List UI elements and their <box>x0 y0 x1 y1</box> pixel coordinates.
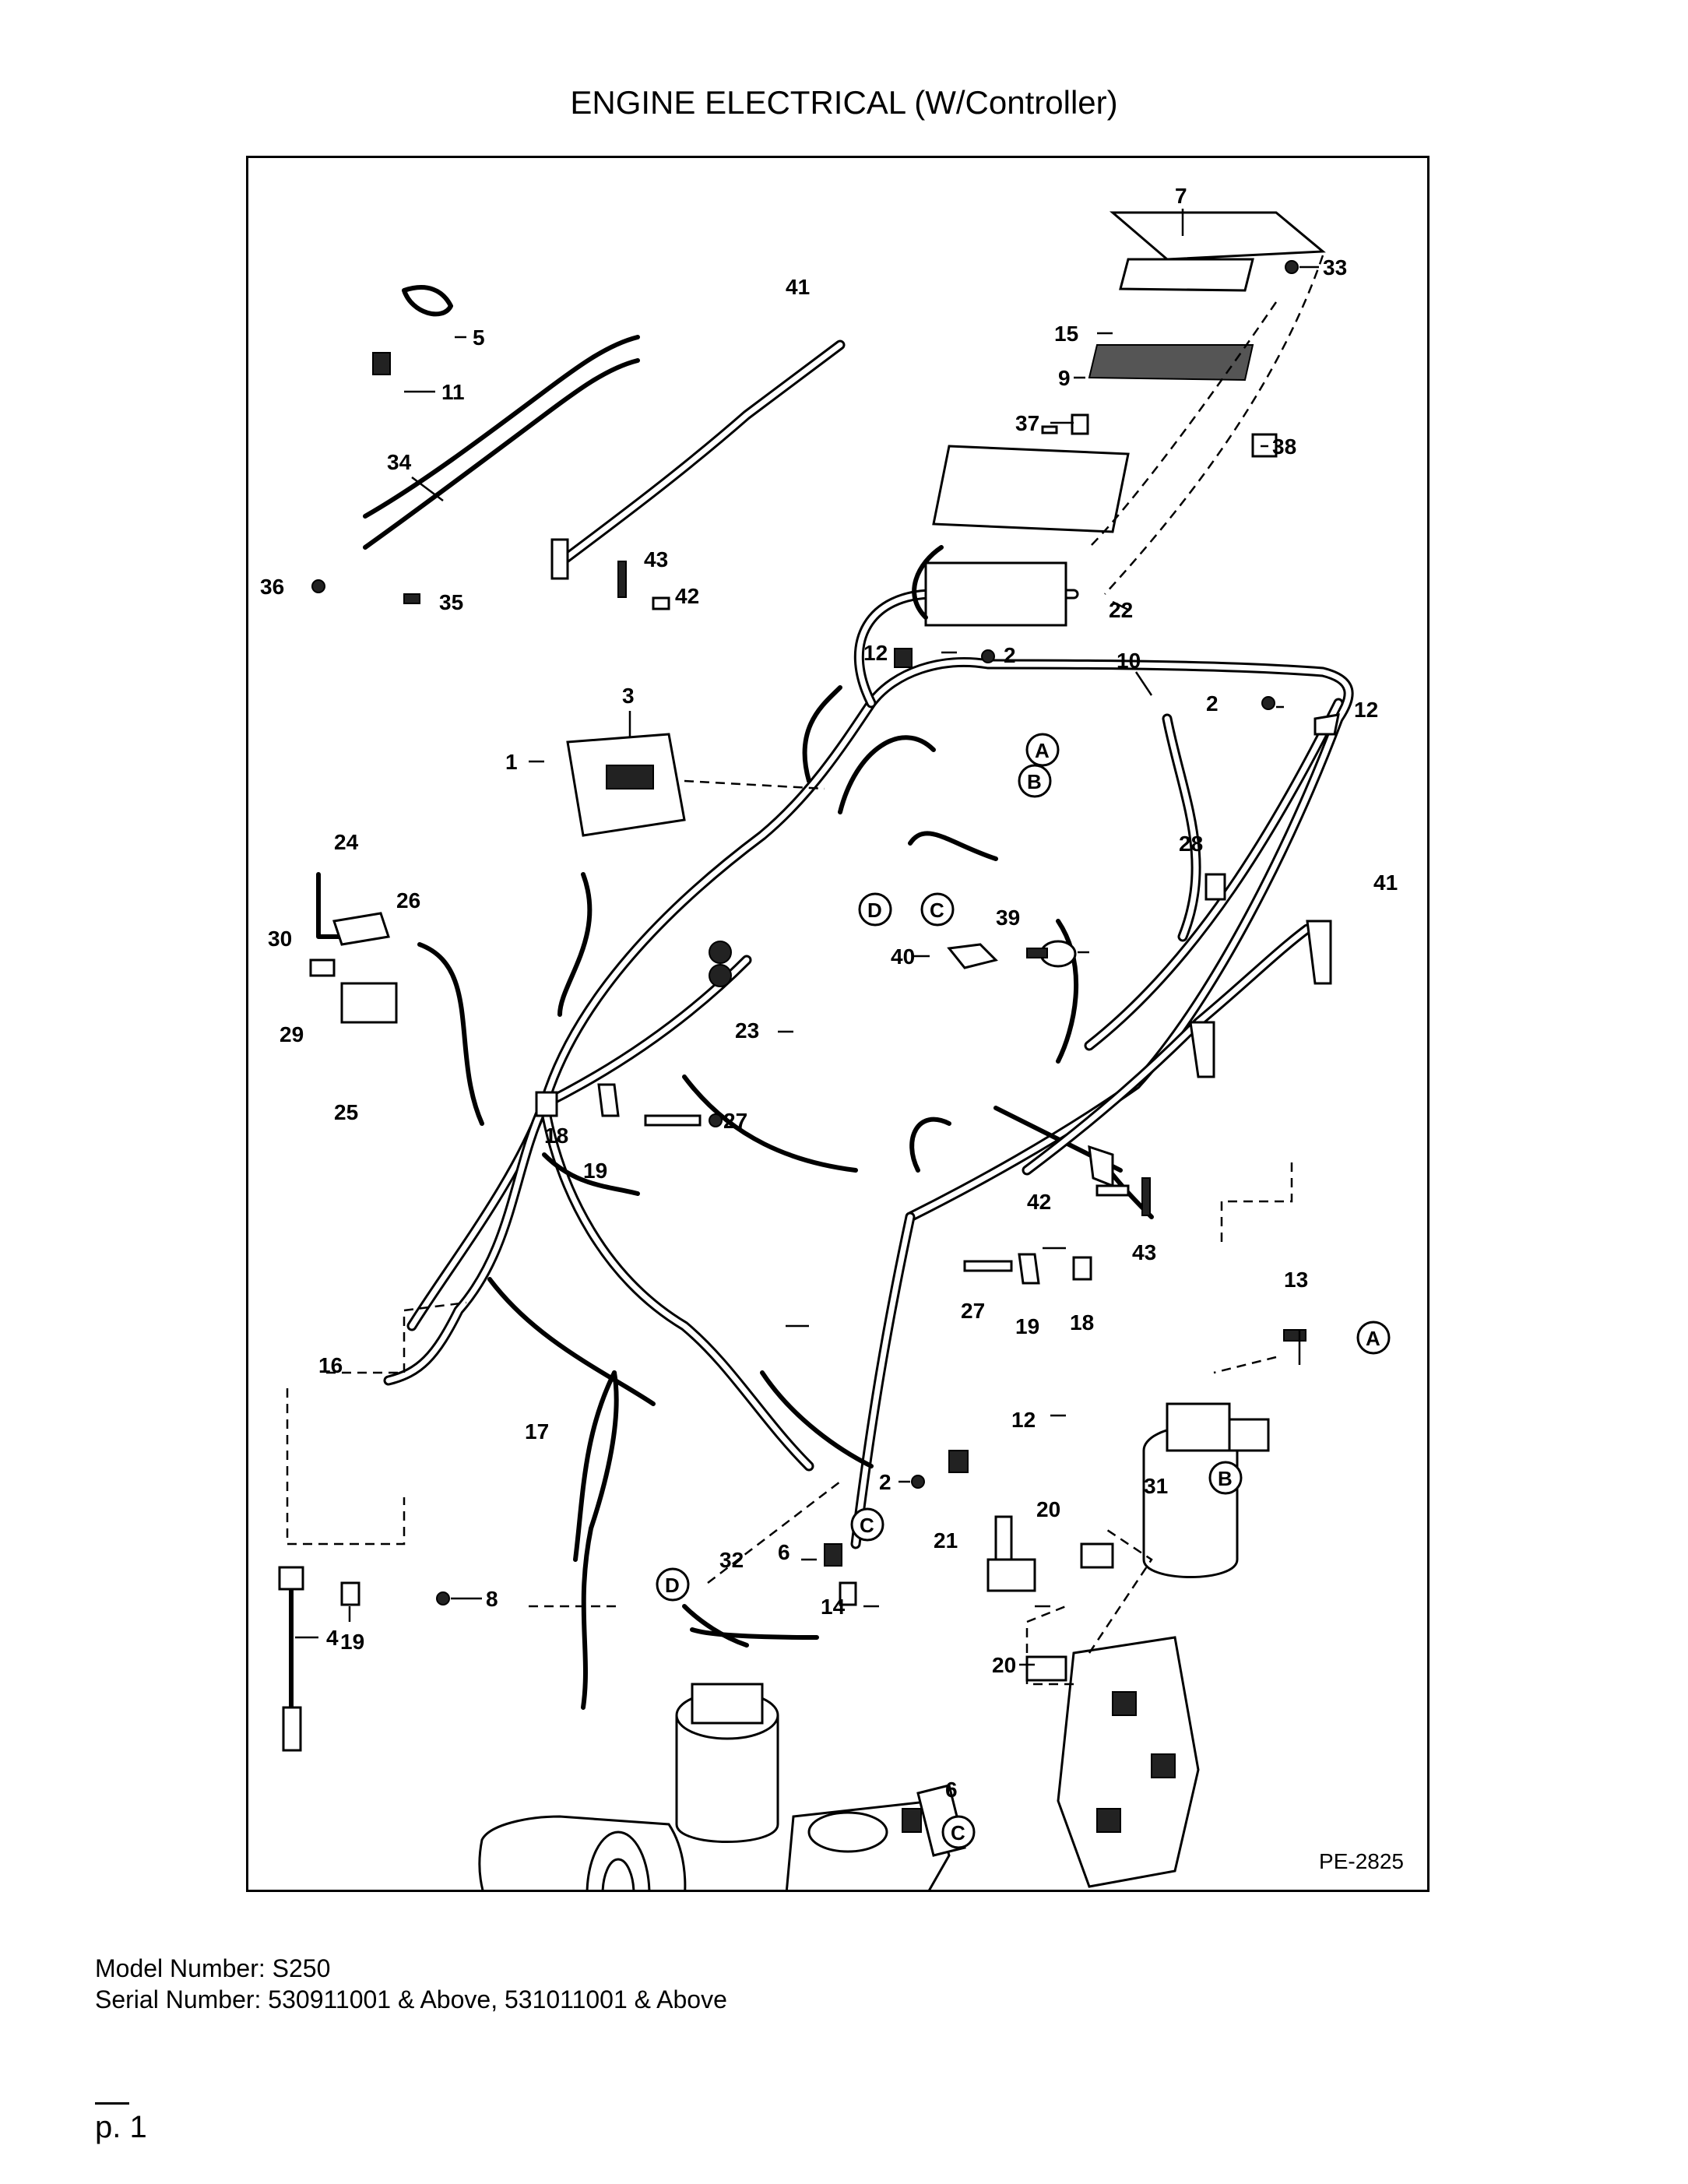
callout-23: 23 <box>735 1018 759 1043</box>
callout-41b: 41 <box>1373 870 1398 895</box>
callout-39: 39 <box>996 906 1020 930</box>
callout-21: 21 <box>934 1528 958 1553</box>
circle-c-2 <box>850 1507 884 1542</box>
circle-c-3-letter: C <box>951 1821 965 1845</box>
callout-8: 8 <box>486 1587 498 1611</box>
callout-16: 16 <box>318 1353 343 1377</box>
leader-lines <box>295 209 1319 1666</box>
callout-13: 13 <box>1284 1268 1308 1292</box>
callout-40: 40 <box>891 944 915 969</box>
callout-12c: 12 <box>1011 1408 1036 1432</box>
callout-27b: 27 <box>961 1299 985 1323</box>
callout-11: 11 <box>441 380 465 404</box>
callout-15: 15 <box>1054 322 1078 346</box>
callout-37: 37 <box>1015 411 1039 435</box>
callout-12: 12 <box>863 641 888 665</box>
callout-1: 1 <box>505 750 518 774</box>
page-title: ENGINE ELECTRICAL (W/Controller) <box>570 84 1118 121</box>
callout-9: 9 <box>1058 366 1071 390</box>
circle-d-2-letter: D <box>665 1574 680 1597</box>
callout-19b: 19 <box>1015 1314 1039 1338</box>
callout-34: 34 <box>387 450 412 474</box>
callout-28: 28 <box>1179 832 1203 856</box>
callout-3: 3 <box>622 684 635 708</box>
circle-d-2 <box>656 1567 690 1602</box>
hardware <box>311 260 1340 1833</box>
model-number: Model Number: S250 <box>95 1954 331 1982</box>
exploded-parts-diagram: 7 33 41 5 15 11 9 37 38 34 36 35 43 42 2… <box>246 156 1430 1892</box>
callout-27: 27 <box>723 1109 747 1133</box>
callout-20b: 20 <box>992 1653 1016 1677</box>
components <box>278 211 1332 1890</box>
circle-b-2-letter: B <box>1218 1467 1233 1490</box>
callout-36: 36 <box>260 575 284 599</box>
circle-b-2 <box>1208 1461 1243 1495</box>
callout-19: 19 <box>583 1159 607 1183</box>
callout-6: 6 <box>778 1540 790 1564</box>
callout-43: 43 <box>644 547 668 571</box>
callout-24: 24 <box>334 830 359 854</box>
callouts: 7 33 41 5 15 11 9 37 38 34 36 35 43 42 2… <box>260 184 1398 1849</box>
callout-41: 41 <box>786 275 810 299</box>
callout-26: 26 <box>396 888 420 913</box>
callout-42b: 42 <box>1027 1190 1051 1214</box>
circle-c-2-letter: C <box>860 1514 874 1537</box>
main-harness <box>383 587 1354 1549</box>
callout-4: 4 <box>326 1626 339 1650</box>
circle-b-1-letter: B <box>1027 770 1042 793</box>
callout-35: 35 <box>439 590 463 614</box>
circle-a-2-letter: A <box>1366 1327 1380 1350</box>
callout-29: 29 <box>280 1022 304 1046</box>
callout-18: 18 <box>544 1124 568 1148</box>
callout-2c: 2 <box>879 1470 891 1494</box>
callout-2: 2 <box>1004 643 1016 667</box>
callout-2b: 2 <box>1206 691 1219 716</box>
callout-32: 32 <box>719 1548 744 1572</box>
callout-20: 20 <box>1036 1497 1060 1521</box>
callout-33: 33 <box>1323 255 1347 280</box>
circle-c-1-letter: C <box>930 899 944 922</box>
callout-42: 42 <box>675 584 699 608</box>
circle-d-1 <box>858 892 892 927</box>
callout-7: 7 <box>1175 184 1187 208</box>
page-number: p. 1 <box>95 2110 147 2144</box>
callout-5: 5 <box>473 325 485 350</box>
injection-pump <box>1057 1636 1200 1888</box>
callout-31: 31 <box>1144 1474 1168 1498</box>
callout-12b: 12 <box>1354 698 1378 722</box>
callout-22: 22 <box>1109 598 1133 622</box>
circle-c-3 <box>941 1815 976 1849</box>
wiring-diagram-drawing: 7 33 41 5 15 11 9 37 38 34 36 35 43 42 2… <box>260 184 1398 1890</box>
callout-6b: 6 <box>945 1778 958 1802</box>
callout-43b: 43 <box>1132 1240 1156 1264</box>
drawing-number: PE-2825 <box>1319 1849 1404 1873</box>
controller-cover <box>1109 211 1326 261</box>
circle-b-1 <box>1018 764 1052 798</box>
callout-30: 30 <box>268 927 292 951</box>
circle-d-1-letter: D <box>867 899 882 922</box>
ac-compressor <box>478 1815 687 1890</box>
callout-25: 25 <box>334 1100 358 1124</box>
circle-c-1 <box>920 892 955 927</box>
page-rule <box>95 2102 129 2105</box>
callout-19c: 19 <box>340 1630 364 1654</box>
callout-18b: 18 <box>1070 1310 1094 1335</box>
circle-a-1-letter: A <box>1035 739 1050 762</box>
callout-14: 14 <box>821 1595 846 1619</box>
circle-a-2 <box>1356 1321 1391 1355</box>
callout-17: 17 <box>525 1419 549 1444</box>
serial-number: Serial Number: 530911001 & Above, 531011… <box>95 1985 727 2013</box>
controller-module <box>932 445 1130 533</box>
callout-10: 10 <box>1117 649 1141 673</box>
callout-38: 38 <box>1272 434 1296 459</box>
circle-a-1 <box>1025 733 1060 767</box>
